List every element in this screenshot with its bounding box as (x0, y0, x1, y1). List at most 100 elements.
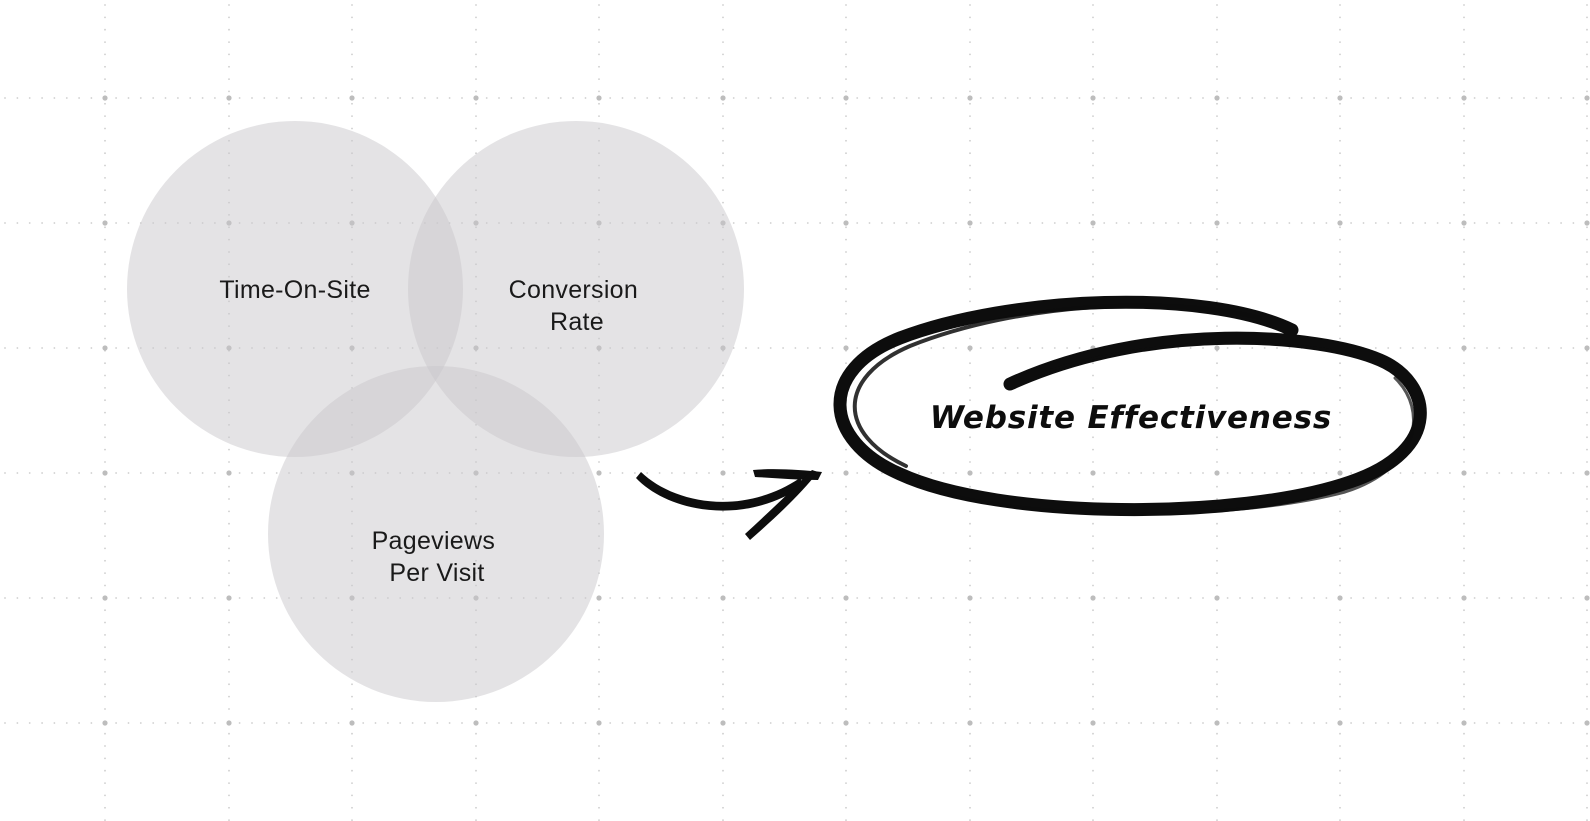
grid-dot (1092, 177, 1094, 179)
grid-dot (228, 609, 230, 612)
grid-dot (769, 722, 772, 724)
grid-dot (1339, 337, 1341, 340)
grid-dot (1016, 222, 1019, 224)
venn-circle-time-on-site[interactable] (127, 121, 463, 457)
grid-dot (189, 597, 192, 599)
grid-dot (1115, 597, 1118, 599)
grid-dot (1092, 658, 1094, 661)
grid-dot (969, 102, 971, 105)
grid-dot (1463, 177, 1465, 179)
grid-dot (1313, 97, 1315, 99)
grid-dot (720, 720, 726, 726)
grid-dot (845, 115, 847, 117)
grid-dot (1449, 472, 1451, 474)
grid-dot (845, 189, 847, 192)
grid-dot (1586, 769, 1588, 772)
grid-dot (845, 683, 847, 686)
grid-dot (90, 97, 93, 99)
grid-dot (53, 597, 56, 599)
grid-dot (448, 722, 451, 724)
grid-dot (1584, 220, 1590, 226)
grid-dot (275, 472, 278, 474)
grid-dot (1288, 472, 1291, 474)
grid-dot (1461, 345, 1467, 351)
grid-dot (1092, 461, 1094, 463)
grid-dot (1128, 472, 1130, 474)
grid-dot (708, 722, 710, 724)
grid-dot (1189, 472, 1192, 474)
grid-dot (1339, 238, 1341, 241)
grid-dot (1177, 347, 1180, 349)
grid-dot (1424, 222, 1427, 224)
grid-dot (720, 470, 726, 476)
grid-dot (1092, 263, 1094, 266)
grid-dot (1016, 472, 1019, 474)
grid-dot (65, 97, 68, 99)
grid-dot (1092, 535, 1094, 537)
grid-dot (1214, 220, 1220, 226)
grid-dot (228, 461, 230, 463)
grid-dot (104, 806, 106, 809)
grid-dot (1092, 41, 1094, 43)
grid-dot (1436, 472, 1439, 474)
grid-dot (1463, 683, 1465, 686)
grid-dot (845, 238, 847, 241)
grid-dot (1041, 222, 1044, 224)
grid-dot (1547, 472, 1550, 474)
grid-dot (1535, 222, 1538, 224)
grid-dot (1463, 806, 1465, 809)
grid-dot (845, 362, 847, 365)
grid-dot (1216, 152, 1218, 155)
grid-dot (1339, 769, 1341, 772)
grid-dot (1263, 472, 1266, 474)
grid-dot (722, 53, 724, 56)
grid-dot (189, 97, 192, 99)
grid-dot (104, 634, 106, 636)
grid-dot (90, 472, 93, 474)
grid-dot (1463, 201, 1465, 204)
grid-dot (596, 95, 602, 101)
grid-dot (1216, 226, 1218, 229)
grid-dot (1092, 337, 1094, 340)
grid-dot (942, 472, 945, 474)
grid-dot (288, 97, 290, 99)
grid-dot (969, 782, 971, 784)
grid-dot (845, 695, 847, 698)
grid-dot (1090, 470, 1096, 476)
grid-dot (1288, 597, 1291, 599)
grid-dot (1586, 16, 1588, 19)
grid-dot (1463, 485, 1465, 488)
grid-dot (1463, 53, 1465, 56)
grid-dot (275, 722, 278, 724)
venn-circle-pageviews-per-visit[interactable] (268, 366, 604, 702)
grid-dot (969, 127, 971, 130)
grid-dot (1498, 597, 1501, 599)
grid-dot (806, 347, 809, 349)
grid-dot (1216, 695, 1218, 698)
grid-dot (969, 424, 971, 426)
grid-dot (1029, 472, 1031, 474)
grid-dot (722, 745, 724, 747)
grid-dot (845, 102, 847, 105)
grid-dot (1387, 472, 1390, 474)
venn-circle-conversion-rate[interactable] (408, 121, 744, 457)
grid-dot (387, 722, 389, 724)
grid-dot (598, 769, 600, 772)
grid-dot (41, 347, 43, 349)
grid-dot (228, 683, 230, 686)
grid-dot (992, 347, 994, 349)
grid-dot (65, 222, 68, 224)
grid-dot (969, 671, 971, 673)
grid-dot (90, 597, 93, 599)
grid-dot (424, 722, 426, 724)
grid-dot (722, 634, 724, 636)
grid-dot (1463, 275, 1465, 278)
grid-dot (1436, 597, 1439, 599)
grid-dot (598, 794, 600, 797)
grid-dot (1461, 220, 1467, 226)
grid-dot (1339, 127, 1341, 130)
grid-dot (1140, 472, 1143, 474)
grid-dot (1547, 347, 1550, 349)
grid-dot (598, 584, 600, 587)
grid-dot (1216, 78, 1218, 80)
